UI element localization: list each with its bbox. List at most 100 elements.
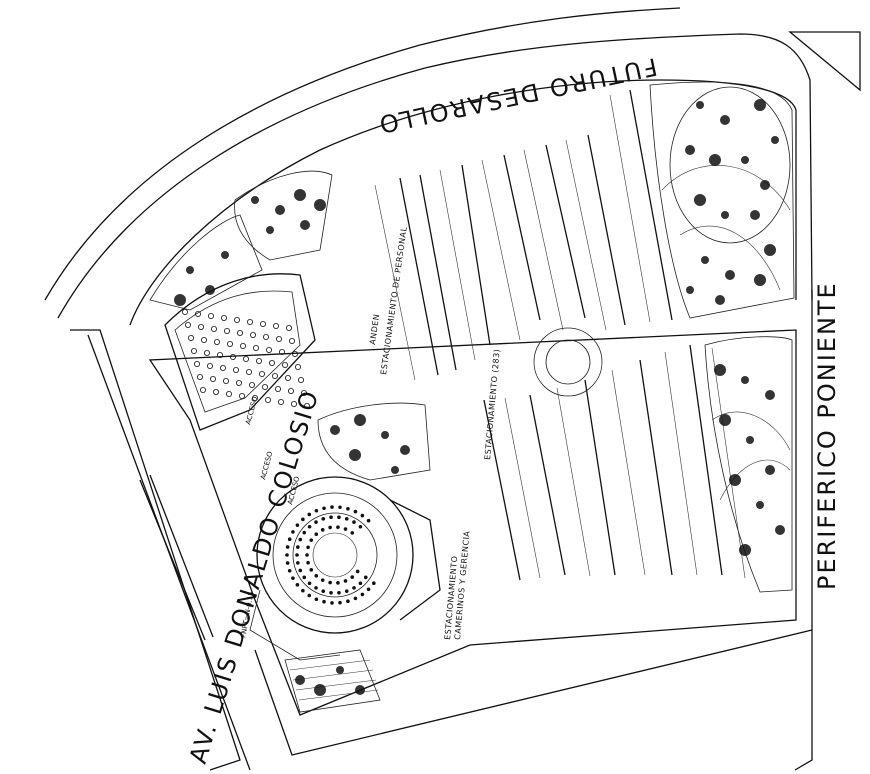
seat	[330, 601, 334, 605]
seat	[337, 515, 341, 520]
tree	[266, 226, 274, 234]
seat	[246, 318, 253, 325]
seat	[200, 336, 207, 343]
tree	[760, 180, 770, 190]
tree	[771, 136, 779, 144]
seat	[281, 361, 288, 368]
seat	[226, 340, 233, 347]
auditorium-block	[164, 273, 316, 431]
seat	[190, 347, 197, 354]
seat	[307, 524, 312, 529]
tree	[355, 685, 365, 695]
seat	[285, 545, 290, 549]
seat	[251, 394, 258, 401]
seat	[321, 517, 326, 521]
seat	[295, 523, 300, 527]
seat	[346, 599, 350, 604]
seats	[181, 308, 376, 605]
seat	[274, 385, 281, 392]
seat	[239, 342, 246, 349]
seat	[222, 377, 229, 384]
seat	[338, 600, 342, 605]
seat	[352, 586, 356, 590]
tree	[349, 449, 361, 461]
seat	[338, 505, 342, 510]
trees	[174, 99, 785, 696]
seat	[259, 320, 266, 327]
seat	[287, 568, 292, 573]
seat	[350, 531, 355, 535]
seat	[199, 386, 206, 393]
seat	[328, 580, 332, 585]
seat	[285, 553, 289, 557]
seat	[262, 333, 269, 340]
seat	[196, 373, 203, 380]
seat	[366, 518, 371, 523]
seat	[366, 587, 371, 592]
seat	[336, 525, 340, 529]
road-boundary	[44, 7, 861, 771]
seat	[350, 575, 355, 579]
label-parking-main: ESTACIONAMIENTO (283)	[483, 348, 502, 460]
tree	[725, 270, 735, 280]
seat	[298, 537, 303, 542]
seat	[346, 506, 350, 511]
tree	[251, 196, 259, 204]
seat	[212, 388, 219, 395]
tree	[174, 294, 186, 306]
tree	[354, 414, 366, 426]
seat	[314, 520, 318, 524]
seat	[248, 381, 255, 388]
seat	[288, 337, 295, 344]
seat	[287, 387, 294, 394]
tree	[709, 154, 721, 166]
tree	[746, 436, 754, 444]
tree	[205, 285, 215, 295]
tree	[300, 220, 310, 230]
seat	[301, 517, 305, 522]
seat	[233, 316, 240, 323]
seat	[296, 545, 300, 549]
seat	[209, 375, 216, 382]
seat	[336, 581, 340, 585]
seat	[343, 527, 348, 531]
seat	[255, 357, 262, 364]
seat	[305, 553, 309, 557]
seat	[295, 583, 300, 587]
seat	[272, 322, 279, 329]
tree	[720, 115, 730, 125]
tree	[729, 474, 741, 486]
seat	[330, 505, 334, 509]
seat	[309, 538, 314, 542]
tree	[765, 390, 775, 400]
seat	[306, 545, 310, 550]
seat	[307, 512, 312, 517]
tree	[715, 295, 725, 305]
seat	[261, 383, 268, 390]
seat	[328, 525, 332, 530]
seat	[322, 506, 326, 511]
tree	[756, 501, 764, 509]
seat	[353, 509, 358, 514]
seat	[206, 362, 213, 369]
tree	[186, 266, 194, 274]
seat	[363, 575, 368, 580]
seat	[197, 323, 204, 330]
seat	[220, 314, 227, 321]
seat	[194, 310, 201, 317]
seat	[236, 329, 243, 336]
seat	[302, 530, 307, 535]
garden-north-1	[234, 170, 333, 261]
seat	[291, 350, 298, 357]
parking-lower	[483, 344, 746, 581]
site-boundary	[129, 79, 797, 716]
tree	[694, 194, 706, 206]
tree	[295, 675, 305, 685]
seat	[278, 348, 285, 355]
tree	[764, 244, 776, 256]
seat	[187, 334, 194, 341]
seat	[252, 344, 259, 351]
tree	[721, 211, 729, 219]
seat	[207, 312, 214, 319]
